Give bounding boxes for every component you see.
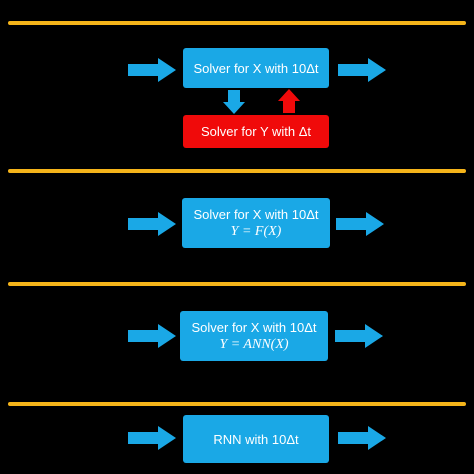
input-arrow-icon xyxy=(128,324,176,348)
solver-x-box: Solver for X with 10Δt xyxy=(183,48,329,88)
input-arrow-icon xyxy=(128,58,176,82)
down-arrow-icon xyxy=(223,90,245,114)
equation-label: Y = ANN(X) xyxy=(219,337,289,352)
solver-y-box: Solver for Y with Δt xyxy=(183,115,329,148)
solver-x-box: Solver for X with 10Δt Y = ANN(X) xyxy=(180,311,328,361)
input-arrow-icon xyxy=(128,426,176,450)
output-arrow-icon xyxy=(338,426,386,450)
solver-x-label: Solver for X with 10Δt xyxy=(193,60,319,76)
solver-x-label: Solver for X with 10Δt xyxy=(191,320,317,335)
rnn-box: RNN with 10Δt xyxy=(183,415,329,463)
output-arrow-icon xyxy=(336,212,384,236)
divider-1 xyxy=(8,21,466,25)
solver-x-box: Solver for X with 10Δt Y = F(X) xyxy=(182,198,330,248)
divider-4 xyxy=(8,402,466,406)
output-arrow-icon xyxy=(338,58,386,82)
solver-y-label: Solver for Y with Δt xyxy=(200,124,312,139)
input-arrow-icon xyxy=(128,212,176,236)
output-arrow-icon xyxy=(335,324,383,348)
up-arrow-icon xyxy=(278,89,300,113)
divider-3 xyxy=(8,282,466,286)
solver-x-label: Solver for X with 10Δt xyxy=(193,207,319,222)
equation-label: Y = F(X) xyxy=(230,224,282,239)
divider-2 xyxy=(8,169,466,173)
rnn-label: RNN with 10Δt xyxy=(213,431,299,447)
